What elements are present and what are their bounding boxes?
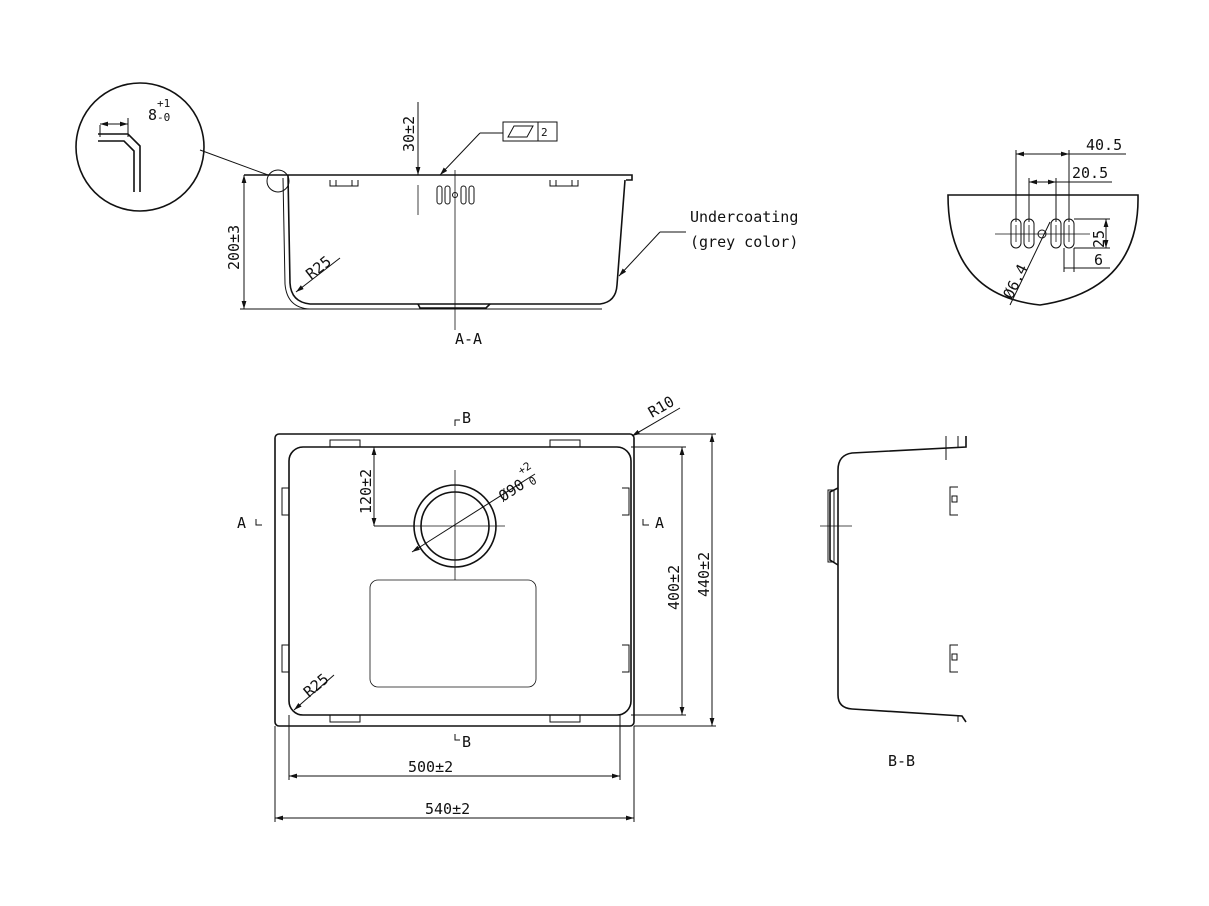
radius-leader — [295, 257, 341, 293]
note-leader — [618, 231, 661, 277]
plan-marker-a-right: A — [655, 514, 664, 532]
undercoating-note-line2: (grey color) — [690, 233, 798, 251]
detail-rim-profile-inner — [98, 140, 135, 192]
dim-height-label: 200±3 — [225, 225, 243, 270]
plan-view: 120±2 Ø90 +2 0 R10 R25 400±2 440±2 500±2… — [237, 392, 716, 822]
detail-dim-tol-upper: +1 — [157, 97, 170, 110]
sink-outer-rim — [274, 433, 635, 727]
detail-dim-base: 8 — [148, 106, 157, 124]
mounting-clip — [549, 715, 581, 723]
inner-radius-leader — [293, 674, 335, 711]
bowl-inner-line — [288, 446, 632, 716]
detail-marker-circle — [266, 169, 290, 193]
bowl-profile-outer — [287, 174, 626, 305]
section-marker-bracket — [454, 734, 460, 741]
section-bb-clip — [949, 644, 958, 673]
section-marker-bracket — [255, 519, 262, 526]
detail-circle — [75, 82, 205, 212]
section-bb-clip — [949, 486, 958, 516]
plan-dim-inner-width: 500±2 — [408, 758, 453, 776]
mounting-clip-right — [549, 180, 579, 187]
mounting-clip-left — [329, 180, 359, 187]
section-bb-clip-slot — [951, 495, 958, 503]
detail-dim-tol-lower: -0 — [157, 111, 170, 124]
overflow-dim-outer: 40.5 — [1086, 136, 1122, 154]
plan-dim-outer-height: 440±2 — [695, 552, 713, 597]
radius-label: R25 — [302, 252, 334, 283]
detail-magnified-view: 8 +1 -0 — [75, 82, 290, 212]
flatness-icon — [507, 125, 534, 138]
overflow-dim-slot-height: 25 — [1090, 230, 1108, 248]
mounting-clip — [329, 439, 361, 447]
plan-radius-inner: R25 — [300, 670, 332, 701]
sink-rim — [244, 174, 633, 181]
flatness-value: 2 — [541, 126, 548, 139]
plan-dim-drain-tol-lower: 0 — [527, 474, 540, 489]
plan-dim-drain-dia: Ø90 — [495, 476, 528, 506]
mounting-clip — [549, 439, 581, 447]
overflow-bowl-outline — [947, 194, 1139, 306]
undercoating-note-line1: Undercoating — [690, 208, 798, 226]
plan-dim-drain-tol-upper: +2 — [516, 459, 534, 477]
overflow-slot — [468, 185, 475, 205]
plan-dim-inner-height: 400±2 — [665, 565, 683, 610]
mounting-clip — [281, 644, 289, 673]
overflow-detail-view: 40.5 20.5 25 6 Ø6.4 — [947, 136, 1139, 306]
hole-leader — [1009, 221, 1051, 306]
corner-radius-leader — [631, 407, 681, 437]
detail-rim-profile — [98, 133, 141, 192]
overflow-slot — [444, 185, 451, 205]
mounting-clip — [622, 644, 630, 673]
bowl-outline — [288, 446, 632, 716]
section-aa-view: 200±3 30±2 2 R25 Undercoating (grey colo… — [225, 102, 798, 348]
drain-dia-leader — [411, 473, 536, 553]
section-bb-view: B-B — [820, 436, 967, 770]
plan-dim-outer-width: 540±2 — [425, 800, 470, 818]
mounting-clip — [622, 487, 630, 516]
plan-marker-b-bottom: B — [462, 733, 471, 751]
dim-depth-top-label: 30±2 — [400, 116, 418, 152]
section-marker-bracket — [642, 519, 649, 526]
section-bb-label: B-B — [888, 752, 915, 770]
detail-connector-line — [199, 149, 269, 176]
overflow-slot — [436, 185, 443, 205]
overflow-dim-slot-width: 6 — [1094, 251, 1103, 269]
plan-marker-b-top: B — [462, 409, 471, 427]
plan-radius-corner: R10 — [645, 392, 677, 421]
drain-recess — [369, 579, 537, 688]
mounting-clip — [281, 487, 289, 516]
plan-dim-drain-offset: 120±2 — [357, 469, 375, 514]
section-bb-clip-slot — [951, 653, 958, 661]
overflow-dim-inner: 20.5 — [1072, 164, 1108, 182]
flatness-frame — [502, 121, 558, 142]
plan-marker-a-left: A — [237, 514, 246, 532]
mounting-clip — [329, 715, 361, 723]
overflow-slot — [460, 185, 467, 205]
leader-line-flatness — [439, 132, 481, 176]
overflow-dim-hole: Ø6.4 — [999, 261, 1031, 301]
drain-bulge — [417, 303, 491, 309]
section-marker-bracket — [454, 419, 460, 426]
section-bb-profile — [837, 436, 967, 723]
section-aa-label: A-A — [455, 330, 482, 348]
